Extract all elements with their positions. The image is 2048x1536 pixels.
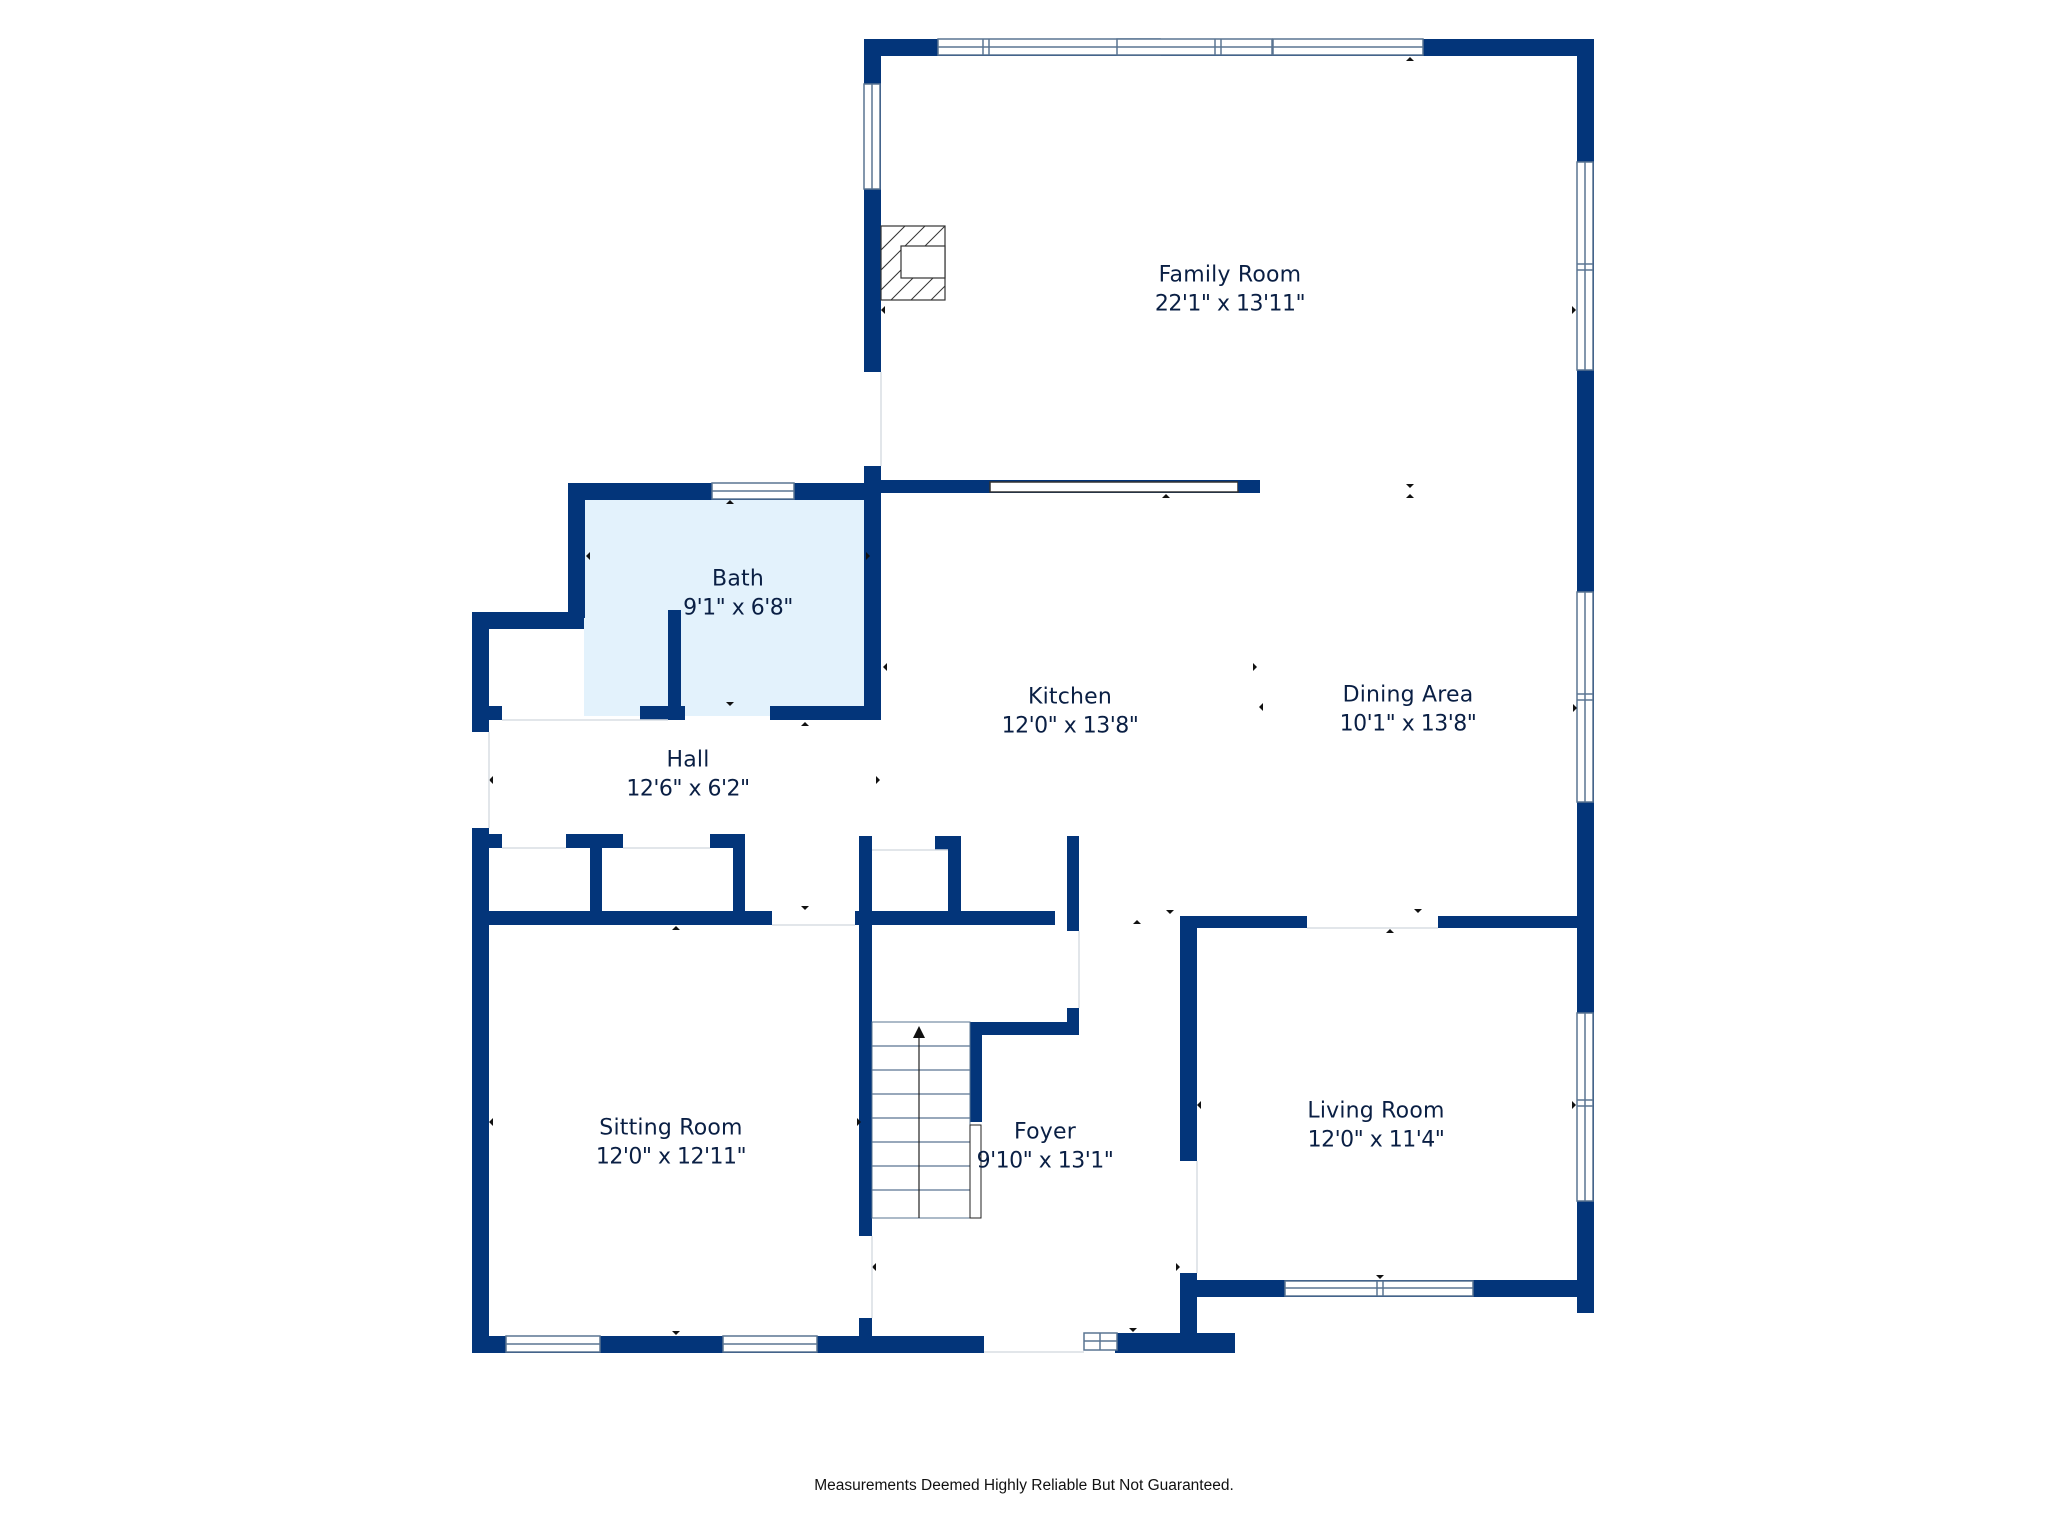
openings (488, 372, 1438, 1353)
room-dimensions: 9'1" x 6'8" (683, 595, 793, 620)
room-dimensions: 12'0" x 13'8" (1001, 713, 1139, 738)
room-name: Hall (666, 747, 710, 773)
room-bath: Bath 9'1" x 6'8" (683, 565, 793, 622)
room-name: Family Room (1158, 262, 1302, 288)
door-markers (489, 57, 1577, 1335)
disclaimer-text: Measurements Deemed Highly Reliable But … (814, 1477, 1234, 1494)
room-kitchen: Kitchen 12'0" x 13'8" (1002, 683, 1139, 740)
room-dimensions: 12'0" x 11'4" (1307, 1127, 1445, 1152)
room-name: Foyer (1014, 1119, 1076, 1145)
room-name: Dining Area (1342, 682, 1474, 708)
room-dimensions: 12'0" x 12'11" (595, 1144, 747, 1169)
room-name: Bath (712, 566, 764, 592)
room-dimensions: 10'1" x 13'8" (1339, 711, 1477, 736)
fireplace-icon (880, 225, 946, 301)
room-sitting-room: Sitting Room 12'0" x 12'11" (595, 1114, 747, 1171)
room-name: Sitting Room (599, 1115, 743, 1141)
room-dimensions: 22'1" x 13'11" (1154, 291, 1306, 316)
room-living-room: Living Room 12'0" x 11'4" (1307, 1097, 1445, 1154)
room-hall: Hall 12'6" x 6'2" (626, 746, 750, 803)
room-dimensions: 9'10" x 13'1" (976, 1148, 1114, 1173)
staircase-icon (871, 1021, 982, 1219)
room-foyer: Foyer 9'10" x 13'1" (977, 1118, 1114, 1175)
windows (505, 38, 1594, 1353)
room-name: Living Room (1307, 1098, 1445, 1124)
room-family-room: Family Room 22'1" x 13'11" (1154, 261, 1306, 318)
room-dining-area: Dining Area 10'1" x 13'8" (1340, 681, 1477, 738)
room-dimensions: 12'6" x 6'2" (626, 776, 750, 801)
room-name: Kitchen (1027, 684, 1113, 710)
